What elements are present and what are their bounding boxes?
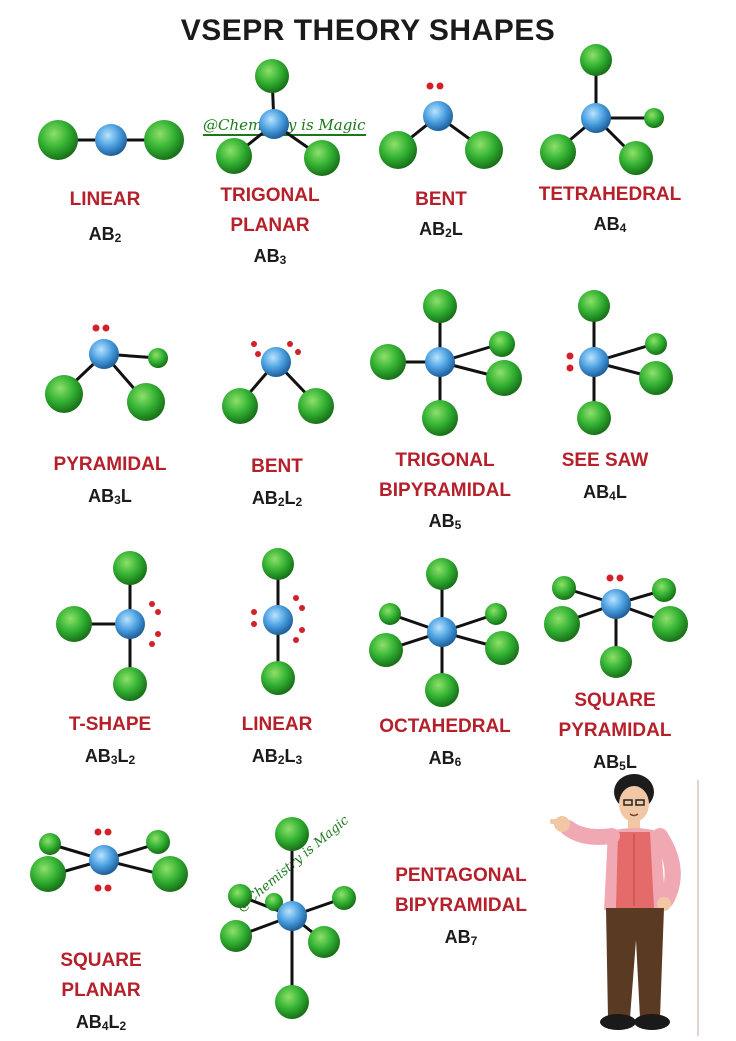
molecule-see-saw-ab4l (566, 290, 673, 435)
formula-ab2l3: AB2L3 (251, 746, 303, 767)
boy-pointing-illustration (550, 774, 699, 1036)
molecule-octahedral-ab6 (369, 558, 519, 707)
formula-ab4l: AB4L (583, 482, 627, 503)
shape-name-tetrahedral: TETRAHEDRAL (538, 184, 682, 205)
formula-ab3l: AB3L (88, 486, 132, 507)
molecule-tetrahedral-ab4 (540, 44, 664, 175)
molecule-t-shape-ab3l2 (56, 551, 161, 701)
formula-ab2l2: AB2L2 (251, 488, 303, 509)
molecule-linear-ab2l3 (251, 548, 305, 695)
molecule-trigonal-planar-ab3 (216, 59, 340, 176)
page-title: VSEPR THEORY SHAPES (180, 14, 556, 47)
molecule-pyramidal-ab3l (45, 324, 168, 421)
molecule-bent-ab2l (379, 82, 503, 169)
shape-name-t-shape: T-SHAPE (68, 714, 152, 735)
formula-ab4: AB4 (593, 214, 627, 235)
molecule-square-pyramidal-ab5l (544, 574, 688, 678)
shape-name-pyramidal: PYRAMIDAL (53, 454, 167, 475)
molecule-square-planar-ab4l2 (30, 828, 188, 892)
shape-name-bent: BENT (415, 189, 467, 210)
formula-ab7: AB7 (444, 927, 478, 948)
formula-ab5l: AB5L (593, 752, 637, 773)
shape-name-linear-2: LINEAR (241, 714, 313, 735)
molecule-pentagonal-bipyramidal-ab7 (220, 817, 356, 1019)
formula-ab3l2: AB3L2 (84, 746, 136, 767)
shape-name-see-saw: SEE SAW (561, 450, 649, 471)
formula-ab2: AB2 (88, 224, 122, 245)
shape-name-bent-2: BENT (251, 456, 303, 477)
formula-ab4l2: AB4L2 (75, 1012, 127, 1033)
formula-ab6: AB6 (428, 748, 462, 769)
formula-ab2l: AB2L (419, 219, 463, 240)
shape-name-linear: LINEAR (69, 189, 141, 210)
molecule-bent-ab2l2 (222, 341, 334, 424)
shape-name-octahedral: OCTAHEDRAL (379, 716, 511, 737)
molecule-trigonal-bipyramidal-ab5 (370, 289, 522, 436)
molecule-linear-ab2 (38, 120, 184, 160)
formula-ab3: AB3 (253, 246, 287, 267)
formula-ab5: AB5 (428, 511, 462, 532)
